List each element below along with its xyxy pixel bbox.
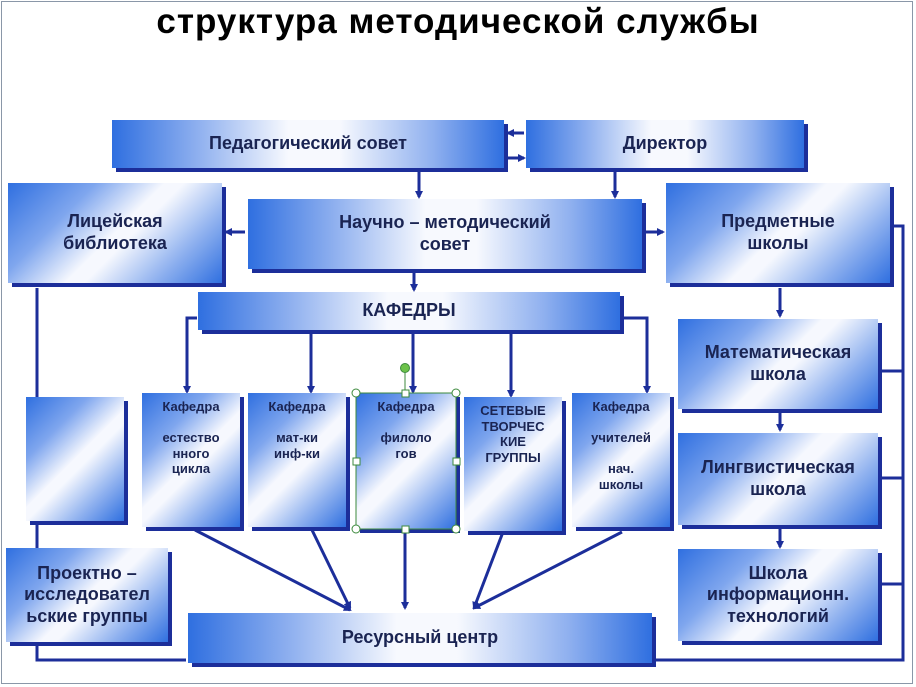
edge-kaf1-to-resurs xyxy=(194,528,352,612)
node-ped-sovet[interactable]: Педагогический совет xyxy=(112,120,504,168)
node-ling-school[interactable]: Лингвистическая школа xyxy=(678,433,878,525)
node-kaf-nach[interactable]: Кафедра учителей нач. школы xyxy=(572,393,670,527)
node-kaf-estestv[interactable]: Кафедра естество нного цикла xyxy=(142,393,240,527)
node-resurs-label: Ресурсный центр xyxy=(341,627,499,648)
node-resurs[interactable]: Ресурсный центр xyxy=(188,613,652,663)
node-empty[interactable] xyxy=(26,397,124,521)
edge-kafedry-to-kaf1 xyxy=(183,316,197,394)
node-kaf-filol-label: Кафедра филоло гов xyxy=(377,399,435,461)
edge-kaf4-to-resurs xyxy=(472,531,505,610)
node-library[interactable]: Лицейская библиотека xyxy=(8,183,222,283)
node-ling-school-label: Лингвистическая школа xyxy=(701,457,855,499)
node-kaf-mat[interactable]: Кафедра мат-ки инф-ки xyxy=(248,393,346,527)
page-title: структура методической службы xyxy=(156,2,760,41)
node-director[interactable]: Директор xyxy=(526,120,804,168)
node-predmet[interactable]: Предметные школы xyxy=(666,183,890,283)
rotate-handle[interactable] xyxy=(400,363,410,373)
node-proekt[interactable]: Проектно – исследовател ьские группы xyxy=(6,548,168,642)
node-kafedry[interactable]: КАФЕДРЫ xyxy=(198,292,620,330)
edge-kaf5-to-resurs xyxy=(472,530,623,610)
node-nms-label: Научно – методический совет xyxy=(339,212,551,254)
node-kaf-mat-label: Кафедра мат-ки инф-ки xyxy=(268,399,326,461)
node-predmet-label: Предметные школы xyxy=(721,211,835,253)
node-it-school[interactable]: Школа информационн. технологий xyxy=(678,549,878,641)
node-it-school-label: Школа информационн. технологий xyxy=(706,562,850,626)
node-math-school[interactable]: Математическая школа xyxy=(678,319,878,409)
node-kaf-setevye-label: СЕТЕВЫЕ ТВОРЧЕС КИЕ ГРУППЫ xyxy=(480,403,546,465)
edge-kaf2-to-resurs xyxy=(310,529,352,610)
node-kaf-estestv-label: Кафедра естество нного цикла xyxy=(162,399,220,477)
node-kaf-nach-label: Кафедра учителей нач. школы xyxy=(591,399,651,492)
node-proekt-label: Проектно – исследовател ьские группы xyxy=(24,562,150,626)
node-ped-sovet-label: Педагогический совет xyxy=(209,133,407,154)
node-library-label: Лицейская библиотека xyxy=(63,211,167,253)
node-kaf-setevye[interactable]: СЕТЕВЫЕ ТВОРЧЕС КИЕ ГРУППЫ xyxy=(464,397,562,531)
node-kaf-filol[interactable]: Кафедра филоло гов xyxy=(356,393,456,529)
node-director-label: Директор xyxy=(622,133,708,154)
edge-kafedry-to-kaf5 xyxy=(622,316,651,394)
node-nms[interactable]: Научно – методический совет xyxy=(248,199,642,269)
node-math-school-label: Математическая школа xyxy=(704,342,852,384)
node-kafedry-label: КАФЕДРЫ xyxy=(362,300,456,321)
